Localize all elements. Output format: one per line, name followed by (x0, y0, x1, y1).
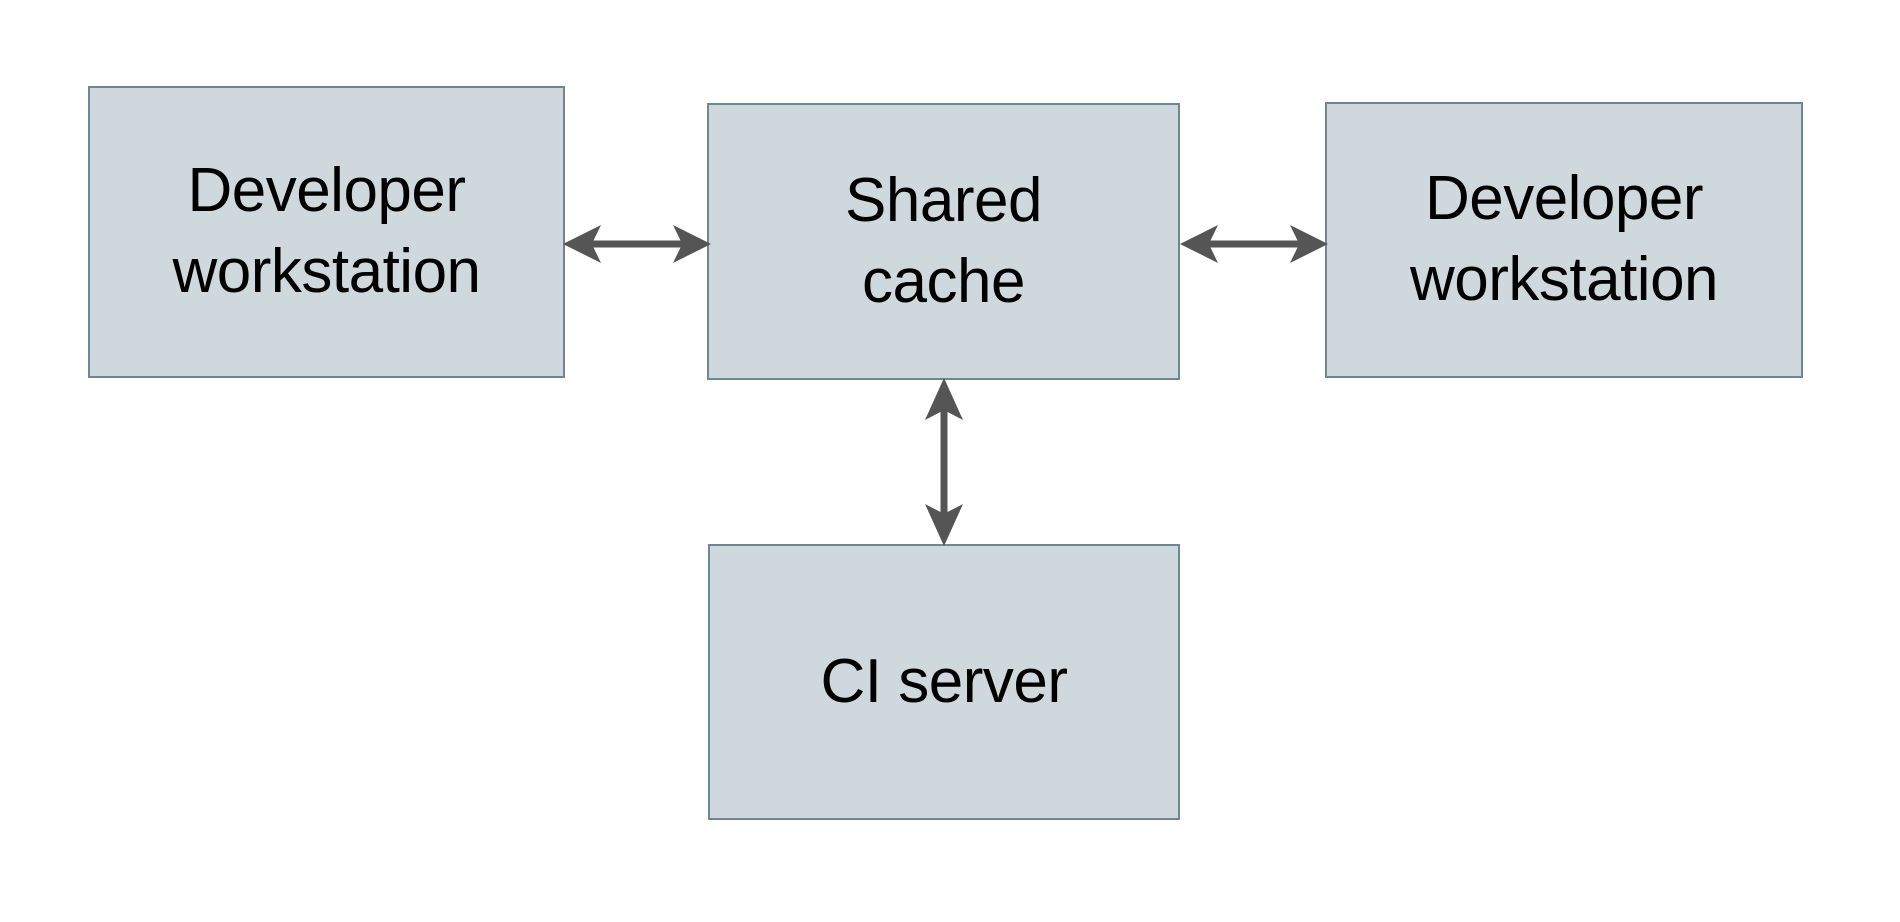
edge-shared-cache-to-developer-workstation-right[interactable] (1180, 214, 1328, 274)
double-arrow-horizontal-icon (1180, 225, 1328, 263)
node-label: Developer workstation (1409, 164, 1719, 314)
node-ci-server[interactable]: CI server (708, 544, 1180, 820)
node-developer-workstation-right[interactable]: Developer workstation (1325, 102, 1803, 378)
node-label: Developer workstation (172, 156, 481, 306)
node-shared-cache[interactable]: Shared cache (707, 103, 1180, 380)
node-label: Shared cache (845, 165, 1042, 316)
double-arrow-vertical-icon (925, 378, 963, 546)
double-arrow-horizontal-icon (563, 225, 711, 263)
node-developer-workstation-left[interactable]: Developer workstation (88, 86, 565, 378)
node-label: CI server (820, 646, 1068, 716)
edge-developer-workstation-left-to-shared-cache[interactable] (563, 214, 711, 274)
edge-shared-cache-to-ci-server[interactable] (914, 378, 974, 546)
